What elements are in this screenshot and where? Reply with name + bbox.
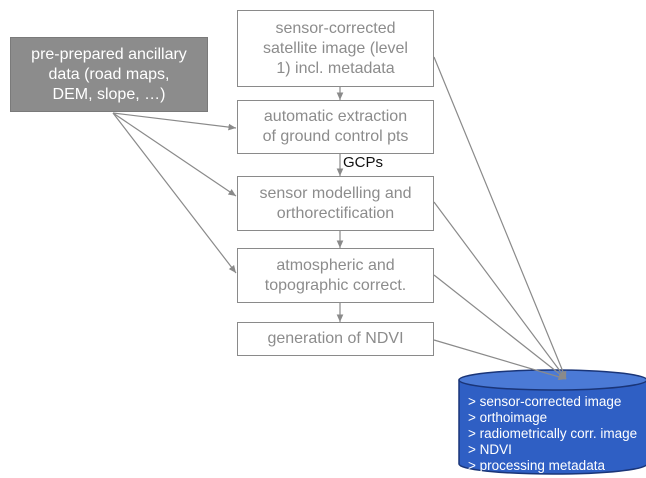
gcps-edge-label: GCPs: [343, 154, 384, 171]
arrow-ancillary-to-atmospheric: [112, 112, 237, 274]
arrow-modelling-to-database: [433, 201, 567, 380]
arrow-ancillary-to-modelling: [112, 112, 237, 197]
source-image-box: sensor-corrected satellite image (level …: [237, 10, 434, 87]
database-item-ndvi: > NDVI: [468, 442, 512, 457]
database-item-radiometric: > radiometrically corr. image: [468, 426, 638, 441]
arrow-ndvi-to-database: [433, 339, 567, 381]
database-contents: > sensor-corrected image > orthoimage > …: [468, 394, 646, 474]
database-cylinder: [458, 369, 646, 475]
arrow-ancillary-to-extraction: [112, 112, 237, 131]
database-item-orthoimage: > orthoimage: [468, 410, 548, 425]
database-item-sensor-corrected: > sensor-corrected image: [468, 394, 622, 409]
ground-control-extraction-box: automatic extraction of ground control p…: [237, 100, 434, 154]
arrow-atmospheric-to-database: [433, 274, 567, 380]
ancillary-data-box: pre-prepared ancillary data (road maps, …: [10, 37, 208, 112]
sensor-modelling-box: sensor modelling and orthorectification: [237, 176, 434, 231]
database-item-metadata: > processing metadata: [468, 458, 605, 473]
ndvi-generation-box: generation of NDVI: [237, 322, 434, 356]
arrow-source-to-database: [433, 56, 567, 380]
atmospheric-correction-box: atmospheric and topographic correct.: [237, 248, 434, 303]
